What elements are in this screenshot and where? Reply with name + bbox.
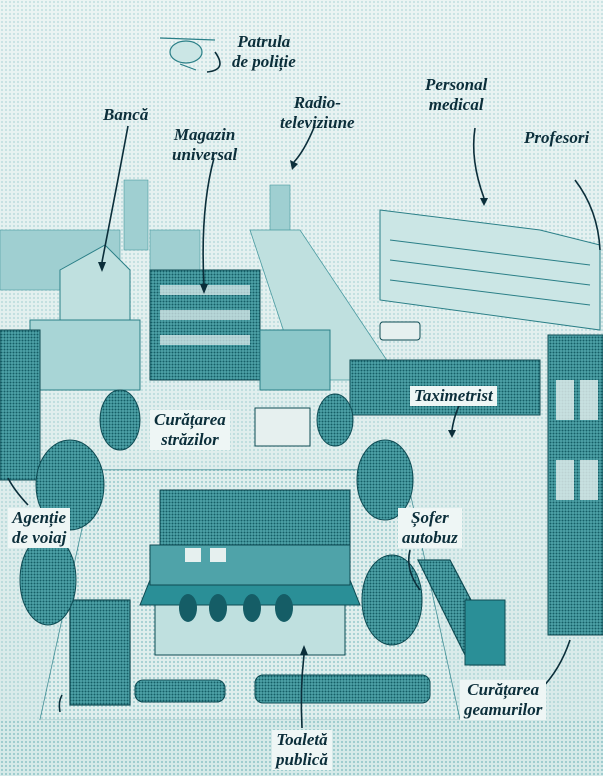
label-window-cleaning: Curățarea geamurilor xyxy=(460,680,547,720)
label-taxi-driver: Taximetrist xyxy=(410,386,497,406)
label-street-cleaning: Curățarea străzilor xyxy=(150,410,230,450)
bus xyxy=(417,559,506,666)
bank-building xyxy=(29,244,141,391)
label-police-patrol: Patrula de poliție xyxy=(232,32,296,71)
label-public-toilet: Toaletă publică xyxy=(272,730,332,770)
public-toilet-building xyxy=(139,544,361,656)
label-travel-agency: Agenție de voiaj xyxy=(8,508,71,548)
arrow-heads xyxy=(98,160,488,655)
trees xyxy=(19,389,423,646)
hedge-right xyxy=(254,674,431,704)
label-teachers: Profesori xyxy=(524,128,590,147)
label-bank: Bancă xyxy=(103,105,149,124)
hedge-left xyxy=(134,679,226,703)
hospital-complex xyxy=(379,209,601,331)
label-medical-staff: Personal medical xyxy=(425,75,488,114)
label-department-store: Magazin universal xyxy=(172,125,238,164)
street-cleaning-van xyxy=(254,407,311,447)
police-helicopter xyxy=(159,37,216,71)
travel-agency-building xyxy=(0,329,41,481)
school-building xyxy=(547,334,603,636)
label-radio-tv: Radio- televiziune xyxy=(280,93,355,132)
phone-booth xyxy=(69,599,131,706)
label-bus-driver: Șofer autobuz xyxy=(398,508,462,548)
